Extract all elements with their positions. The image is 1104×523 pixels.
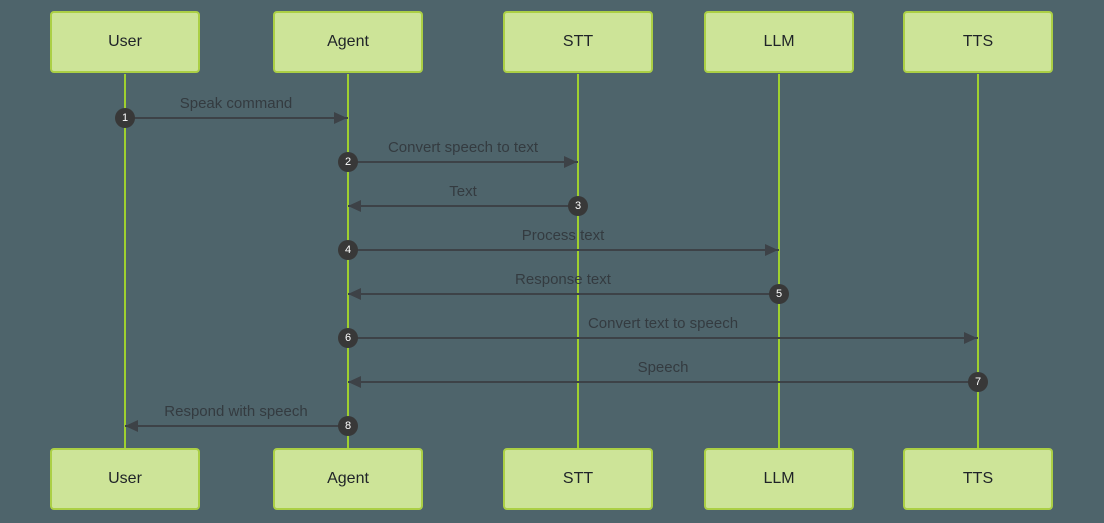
- sequence-number-badge: 4: [338, 240, 358, 260]
- arrowhead-icon: [348, 376, 361, 388]
- lifeline-stt: [577, 74, 579, 448]
- sequence-number-badge: 8: [338, 416, 358, 436]
- actor-bottom-agent: Agent: [273, 448, 423, 510]
- lifeline-user: [124, 74, 126, 448]
- actor-top-llm: LLM: [704, 11, 854, 73]
- message-line: [348, 249, 779, 251]
- lifeline-agent: [347, 74, 349, 448]
- actor-top-agent: Agent: [273, 11, 423, 73]
- arrowhead-icon: [348, 200, 361, 212]
- actor-label: User: [108, 33, 142, 50]
- message-label: Speak command: [179, 95, 293, 112]
- actor-label: Agent: [327, 470, 369, 487]
- actor-label: LLM: [763, 470, 795, 487]
- message-line: [348, 381, 978, 383]
- sequence-number-badge: 3: [568, 196, 588, 216]
- actor-bottom-stt: STT: [503, 448, 653, 510]
- sequence-number-badge: 5: [769, 284, 789, 304]
- message-label: Process text: [521, 227, 605, 244]
- message-line: [348, 205, 578, 207]
- lifeline-tts: [977, 74, 979, 448]
- actor-label: LLM: [763, 33, 795, 50]
- arrowhead-icon: [348, 288, 361, 300]
- arrowhead-icon: [564, 156, 577, 168]
- arrowhead-icon: [125, 420, 138, 432]
- arrowhead-icon: [334, 112, 347, 124]
- actor-label: TTS: [962, 470, 994, 487]
- actor-label: TTS: [962, 33, 994, 50]
- message-label: Convert text to speech: [587, 315, 739, 332]
- message-line: [348, 337, 978, 339]
- arrowhead-icon: [964, 332, 977, 344]
- actor-top-stt: STT: [503, 11, 653, 73]
- message-label: Convert speech to text: [387, 139, 539, 156]
- message-line: [125, 425, 348, 427]
- message-line: [125, 117, 348, 119]
- message-label: Speech: [637, 359, 689, 376]
- sequence-number-badge: 7: [968, 372, 988, 392]
- lifeline-llm: [778, 74, 780, 448]
- message-line: [348, 293, 779, 295]
- actor-bottom-user: User: [50, 448, 200, 510]
- actor-label: STT: [562, 470, 594, 487]
- actor-label: STT: [562, 33, 594, 50]
- message-label: Response text: [515, 271, 611, 288]
- actor-bottom-tts: TTS: [903, 448, 1053, 510]
- actor-label: User: [108, 470, 142, 487]
- actor-top-user: User: [50, 11, 200, 73]
- message-label: Respond with speech: [164, 403, 308, 420]
- message-line: [348, 161, 578, 163]
- message-label: Text: [449, 183, 477, 200]
- sequence-number-badge: 6: [338, 328, 358, 348]
- actor-label: Agent: [327, 33, 369, 50]
- sequence-number-badge: 2: [338, 152, 358, 172]
- sequence-number-badge: 1: [115, 108, 135, 128]
- actor-bottom-llm: LLM: [704, 448, 854, 510]
- actor-top-tts: TTS: [903, 11, 1053, 73]
- arrowhead-icon: [765, 244, 778, 256]
